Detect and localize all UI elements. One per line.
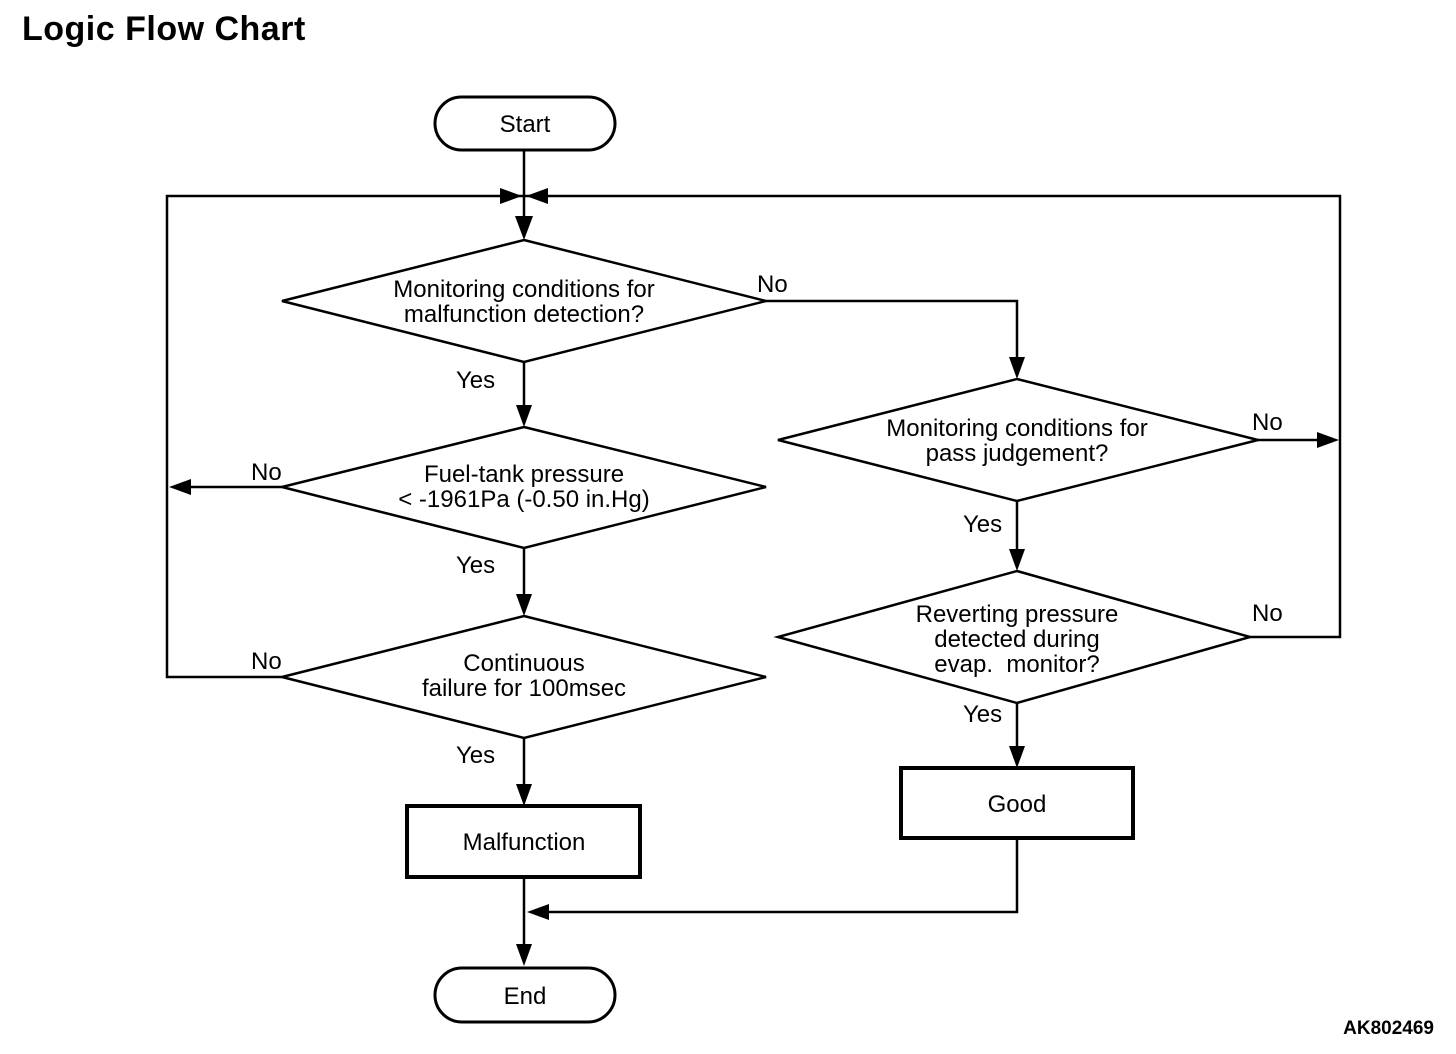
merge-arrowhead-from-left-icon — [500, 188, 522, 204]
arrowhead-d2-no-into-loop-icon — [169, 479, 191, 495]
good-node-label: Good — [988, 791, 1047, 818]
arrowhead-into-d4-icon — [1009, 357, 1025, 379]
decision-continuous-failure-line2: failure for 100msec — [422, 675, 626, 702]
decision-reverting-pressure-shape — [773, 569, 1255, 705]
arrowhead-good-into-main-icon — [527, 904, 549, 920]
edge-label-d3-yes: Yes — [456, 742, 495, 769]
malfunction-node-label: Malfunction — [463, 829, 586, 856]
decision-malfunction-detection-shape — [281, 238, 767, 364]
arrowhead-into-d5-icon — [1009, 549, 1025, 571]
arrowhead-into-d2-icon — [516, 405, 532, 427]
decision-pass-judgement-shape — [777, 377, 1259, 503]
edge-label-d5-yes: Yes — [963, 701, 1002, 728]
arrowhead-into-malfunction-icon — [516, 784, 532, 806]
good-node-shape — [899, 766, 1135, 840]
arrowhead-d4-no-into-loop-icon — [1317, 432, 1339, 448]
arrowhead-into-d1-icon — [515, 216, 533, 240]
decision-fuel-tank-pressure-line2: < -1961Pa (-0.50 in.Hg) — [398, 486, 649, 513]
edge-label-d1-no: No — [757, 271, 788, 298]
decision-reverting-pressure-line2: detected during — [934, 626, 1099, 653]
start-node-label: Start — [500, 111, 551, 138]
malfunction-node-shape — [405, 804, 642, 879]
edge-label-d4-yes: Yes — [963, 511, 1002, 538]
end-node-label: End — [504, 983, 547, 1010]
decision-reverting-pressure-line3: evap. monitor? — [934, 651, 1099, 678]
decision-reverting-pressure-line1: Reverting pressure — [916, 601, 1119, 628]
end-node-shape — [433, 966, 617, 1024]
feedback-loop-path — [165, 194, 1342, 679]
arrowhead-into-good-icon — [1009, 746, 1025, 768]
decision-pass-judgement-line2: pass judgement? — [926, 440, 1109, 467]
decision-fuel-tank-pressure-line1: Fuel-tank pressure — [424, 461, 624, 488]
edge-label-d5-no: No — [1252, 600, 1283, 627]
edge-label-d2-no: No — [251, 459, 282, 486]
decision-malfunction-detection-line1: Monitoring conditions for — [393, 276, 654, 303]
edge-good-to-main-line — [544, 838, 1019, 914]
edge-label-d1-yes: Yes — [456, 367, 495, 394]
arrowhead-into-d3-icon — [516, 594, 532, 616]
merge-arrowhead-from-right-icon — [526, 188, 548, 204]
figure-code: AK802469 — [1343, 1018, 1434, 1039]
decision-malfunction-detection-line2: malfunction detection? — [404, 301, 644, 328]
decision-fuel-tank-pressure-shape — [281, 425, 767, 550]
arrowhead-into-end-icon — [516, 944, 532, 966]
decision-continuous-failure-shape — [281, 614, 767, 740]
page-title: Logic Flow Chart — [22, 10, 306, 48]
decision-pass-judgement-line1: Monitoring conditions for — [886, 415, 1147, 442]
edge-label-d2-yes: Yes — [456, 552, 495, 579]
start-node-shape — [433, 95, 617, 152]
edge-d1-no-to-d4 — [766, 299, 1019, 362]
decision-continuous-failure-line1: Continuous — [463, 650, 584, 677]
edge-label-d3-no: No — [251, 648, 282, 675]
edge-label-d4-no: No — [1252, 409, 1283, 436]
